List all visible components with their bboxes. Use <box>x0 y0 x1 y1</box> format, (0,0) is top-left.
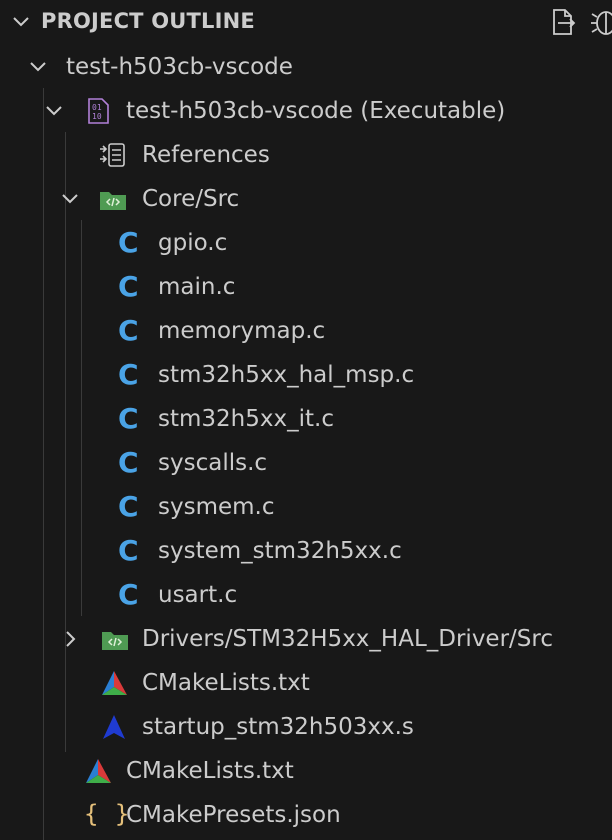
debug-icon[interactable] <box>590 5 612 37</box>
tree-item-file[interactable]: C system_stm32h5xx.c <box>0 529 612 573</box>
tree-item-startup-file[interactable]: startup_stm32h503xx.s <box>0 705 612 749</box>
tree-item-label: syscalls.c <box>158 450 268 476</box>
tree-item-file[interactable]: C stm32h5xx_hal_msp.c <box>0 353 612 397</box>
tree-item-cmakelists[interactable]: CMakeLists.txt <box>0 661 612 705</box>
open-file-icon[interactable] <box>548 7 578 37</box>
tree-item-label: Core/Src <box>142 186 240 212</box>
tree-item-label: gpio.c <box>158 230 228 256</box>
tree-item-file[interactable]: C memorymap.c <box>0 309 612 353</box>
source-folder-icon <box>100 192 126 210</box>
indent-guide <box>81 220 82 616</box>
tree-item-label: memorymap.c <box>158 318 326 344</box>
section-title: PROJECT OUTLINE <box>41 9 255 33</box>
c-file-icon: C <box>118 402 139 435</box>
tree-item-label: Drivers/STM32H5xx_HAL_Driver/Src <box>142 626 553 652</box>
tree-item-label: usart.c <box>158 582 238 608</box>
tree-item-label: CMakeLists.txt <box>126 758 294 784</box>
tree-item-label: system_stm32h5xx.c <box>158 538 402 564</box>
tree-item-file[interactable]: C main.c <box>0 265 612 309</box>
references-icon <box>100 143 125 167</box>
tree-item-label: CMakePresets.json <box>126 802 341 828</box>
tree-item-label: startup_stm32h503xx.s <box>142 714 414 740</box>
tree-item-file[interactable]: C syscalls.c <box>0 441 612 485</box>
indent-guide <box>65 132 66 752</box>
tree-item-file[interactable]: C sysmem.c <box>0 485 612 529</box>
tree-item-label: main.c <box>158 274 236 300</box>
source-folder-icon <box>102 632 128 650</box>
chevron-down-icon[interactable] <box>27 56 49 78</box>
svg-text:10: 10 <box>92 112 102 121</box>
c-file-icon: C <box>118 578 139 611</box>
tree-item-file[interactable]: C stm32h5xx_it.c <box>0 397 612 441</box>
tree-item-references[interactable]: References <box>0 133 612 177</box>
assembly-icon <box>103 715 125 739</box>
cmake-icon <box>102 671 127 695</box>
tree-item-core-src[interactable]: Core/Src <box>0 177 612 221</box>
tree-item-file[interactable]: C usart.c <box>0 573 612 617</box>
svg-text:01: 01 <box>92 103 102 112</box>
chevron-down-icon[interactable] <box>43 100 65 122</box>
tree-item-label: stm32h5xx_hal_msp.c <box>158 362 415 388</box>
tree-item-cmake-presets[interactable]: { } CMakePresets.json <box>0 793 612 837</box>
tree-item-label: References <box>142 142 270 168</box>
c-file-icon: C <box>118 358 139 391</box>
tree-item-root-cmakelists[interactable]: CMakeLists.txt <box>0 749 612 793</box>
tree-item-label: test-h503cb-vscode <box>66 54 293 80</box>
tree-item-label: stm32h5xx_it.c <box>158 406 334 432</box>
tree-item-root-project[interactable]: test-h503cb-vscode <box>0 45 612 89</box>
tree-item-label: test-h503cb-vscode (Executable) <box>126 98 506 124</box>
cmake-icon <box>86 759 111 783</box>
tree-item-label: sysmem.c <box>158 494 275 520</box>
c-file-icon: C <box>118 270 139 303</box>
c-file-icon: C <box>118 490 139 523</box>
binary-icon: 01 10 <box>88 98 109 124</box>
c-file-icon: C <box>118 446 139 479</box>
project-outline-header[interactable]: PROJECT OUTLINE <box>0 0 612 44</box>
tree-item-drivers-src[interactable]: Drivers/STM32H5xx_HAL_Driver/Src <box>0 617 612 661</box>
json-braces-icon: { } <box>84 800 131 828</box>
chevron-down-icon[interactable] <box>10 11 32 33</box>
chevron-down-icon[interactable] <box>59 188 81 210</box>
tree-item-file[interactable]: C gpio.c <box>0 221 612 265</box>
indent-guide <box>43 88 44 840</box>
c-file-icon: C <box>118 226 139 259</box>
c-file-icon: C <box>118 534 139 567</box>
tree-item-executable[interactable]: 01 10 test-h503cb-vscode (Executable) <box>0 89 612 133</box>
chevron-right-icon[interactable] <box>59 628 81 650</box>
c-file-icon: C <box>118 314 139 347</box>
tree-item-label: CMakeLists.txt <box>142 670 310 696</box>
